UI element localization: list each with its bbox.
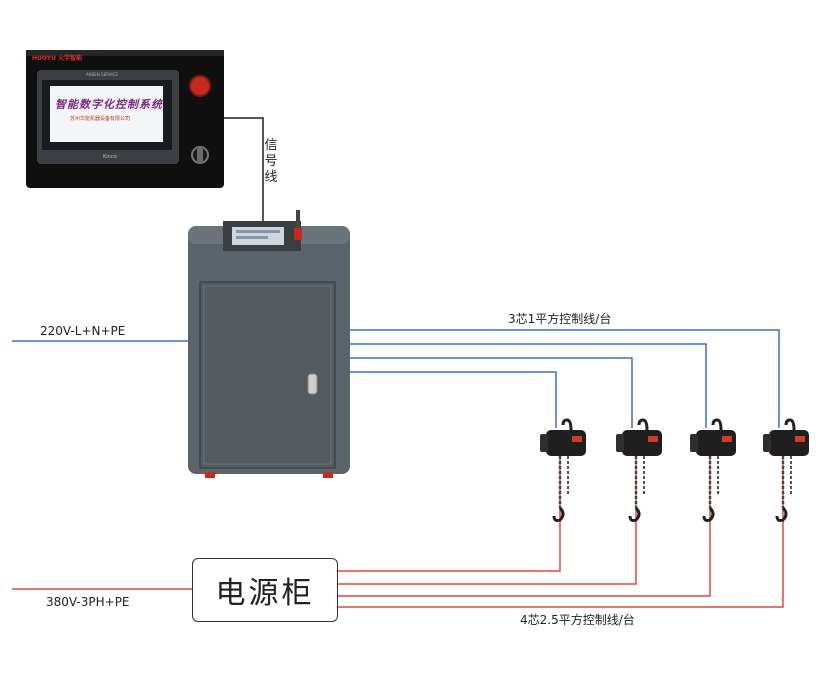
hmi-control-panel <box>26 50 224 188</box>
input-220v-label: 220V-L+N+PE <box>40 324 126 338</box>
chain-hoist-icon <box>540 418 586 522</box>
hoists-layer <box>540 418 809 522</box>
control-wire-3core-2 <box>350 357 633 428</box>
cabinet-handle-icon <box>307 373 318 395</box>
hmi-screen-subtitle: 苏州华能机器设备有限公司 <box>70 116 131 122</box>
control-wire-3core-3 <box>350 343 707 428</box>
input-380v-label: 380V-3PH+PE <box>46 595 130 609</box>
chain-hoist-icon <box>690 418 736 522</box>
signal-line-label: 信号线 <box>264 138 278 185</box>
hmi-subbrand: ANSEN SERVICE <box>86 72 118 77</box>
control-line-3core-label: 3芯1平方控制线/台 <box>508 312 612 326</box>
hmi-brand: HUOYU 火宇智能 <box>32 55 83 62</box>
control-cabinet <box>188 210 350 478</box>
signal-wire <box>224 117 264 222</box>
power-cabinet-label: 电源柜 <box>215 576 315 611</box>
chain-hoist-icon <box>616 418 662 522</box>
power-cabinet-box: 电源柜 <box>192 558 338 622</box>
hmi-maker-logo: Kinco <box>103 154 117 160</box>
control-wire-3core-4 <box>350 329 780 428</box>
control-wire-4core-4 <box>338 455 784 608</box>
hmi-display <box>50 86 163 142</box>
joystick-icon <box>294 228 302 240</box>
hmi-screen-title: 智能数字化控制系统 <box>55 98 163 111</box>
control-wire-3core-1 <box>350 371 557 428</box>
emergency-stop-icon <box>190 76 210 96</box>
chain-hoist-icon <box>763 418 809 522</box>
control-line-4core-label: 4芯2.5平方控制线/台 <box>520 613 635 627</box>
cabinet-antenna <box>296 210 300 240</box>
